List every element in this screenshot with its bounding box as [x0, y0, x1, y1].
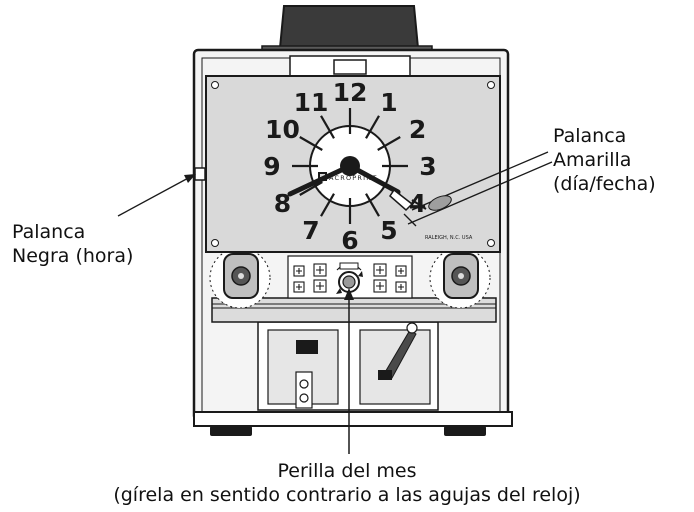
dial-numeral: 3: [419, 152, 436, 181]
mechanism-clip: [296, 340, 318, 354]
screw-group: [293, 263, 407, 293]
month-knob[interactable]: [336, 262, 363, 294]
callout-fecha-line1: Palanca: [553, 125, 627, 147]
dial-tick: [320, 115, 335, 139]
dial-tick: [320, 193, 335, 217]
hand-hub: [340, 156, 360, 176]
mechanism-screw: [299, 379, 309, 389]
black-lever[interactable]: [194, 167, 206, 181]
mechanism-screw: [299, 393, 309, 403]
pointer-fecha: [403, 151, 553, 227]
callout-hora: Palanca Negra (hora): [12, 220, 133, 268]
dial-numeral: 11: [294, 88, 329, 117]
mechanism-arm-foot: [378, 370, 392, 380]
mechanism-block: [295, 371, 313, 409]
dial-numeral: 7: [302, 216, 319, 245]
top-cartridge: [278, 5, 420, 49]
dial-numeral: 9: [263, 152, 280, 181]
clock-dial: 121234567891011: [263, 78, 436, 255]
pointer-hora-arrow: [184, 174, 196, 183]
dial-numeral: 5: [380, 216, 397, 245]
foot-right: [444, 426, 486, 436]
clock-hands: [287, 156, 401, 197]
dial-numeral: 2: [409, 115, 426, 144]
callout-hora-line2: Negra (hora): [12, 245, 134, 267]
dial-numeral: 1: [380, 88, 397, 117]
callout-mes: Perilla del mes (gírela en sentido contr…: [0, 459, 694, 507]
wheel-right: [429, 247, 491, 309]
wheel-left: [209, 247, 271, 309]
pointer-mes-arrow: [344, 288, 354, 300]
dial-numeral: 8: [274, 189, 291, 218]
callout-fecha: Palanca Amarilla (día/fecha): [553, 124, 656, 196]
dial-tick: [365, 115, 380, 139]
callout-fecha-line2: Amarilla: [553, 149, 632, 171]
callout-mes-line2: (gírela en sentido contrario a las aguja…: [113, 484, 581, 506]
minute-hand: [287, 163, 353, 197]
pointer-hora: [117, 175, 193, 217]
yellow-lever[interactable]: [389, 188, 427, 212]
dial-numeral: 10: [265, 115, 300, 144]
dial-tick: [299, 136, 323, 151]
dial-numeral: 6: [341, 226, 358, 255]
dial-tick: [299, 181, 323, 196]
dial-numeral: 12: [333, 78, 368, 107]
dial-tick: [377, 136, 401, 151]
mechanism-pivot: [406, 322, 418, 334]
callout-mes-line1: Perilla del mes: [277, 460, 417, 482]
foot-left: [210, 426, 252, 436]
dial-tick: [365, 193, 380, 217]
callout-hora-line1: Palanca: [12, 221, 86, 243]
base-plate: [193, 411, 513, 427]
origin-text: RALEIGH, N.C. USA: [425, 235, 473, 241]
top-bracket-window: [333, 59, 367, 75]
callout-fecha-line3: (día/fecha): [553, 173, 656, 195]
brand-text: ACROPRINT: [329, 174, 378, 182]
panel-screw: [211, 81, 495, 247]
